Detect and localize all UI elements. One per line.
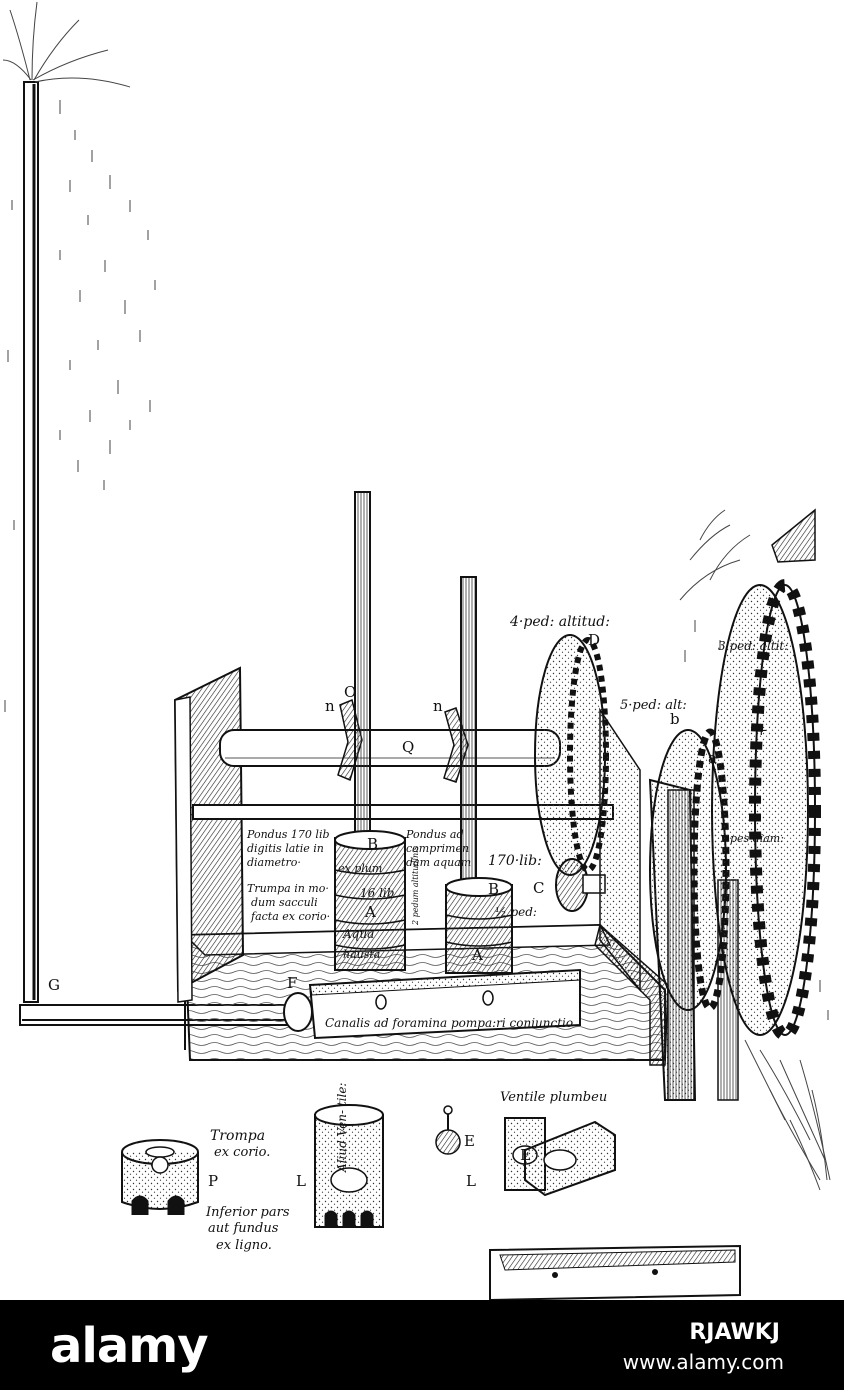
label-trompa-1: Trompa (210, 1128, 265, 1144)
gear-wheel-D (534, 634, 609, 876)
label-canalis: Canalis ad foramina pompa:ri coniunctio (325, 1016, 573, 1030)
label-5ped: 5·ped: alt: (620, 698, 687, 713)
cam-axle (219, 698, 561, 783)
watermark-footer: alamy RJAWKJ www.alamy.com (0, 1300, 844, 1390)
detail-aliud-ventile (314, 1104, 384, 1228)
label-n1: n (325, 697, 335, 715)
pondus-170-line3: diametro· (247, 856, 301, 869)
label-plus: + (755, 721, 768, 739)
back-plank (173, 666, 245, 1003)
label-aliud-ventile: Aliud Ven- tile: (335, 1083, 349, 1173)
label-pes-diam: pes diam: (730, 832, 784, 845)
label-half-ped: ½ ped: (495, 905, 537, 919)
detail-trough (489, 1244, 741, 1300)
label-n2: n (433, 697, 443, 715)
label-o: O (344, 683, 356, 701)
detail-trompa (121, 1139, 199, 1215)
image-id: RJAWKJ (689, 1320, 780, 1345)
pump-cylinder-left (334, 830, 406, 971)
site-url: www.alamy.com (622, 1350, 784, 1374)
piston-rod-left (354, 491, 371, 838)
label-P: P (208, 1172, 218, 1190)
fountain-spray (2, 1, 156, 712)
engraving-illustration: 4·ped: altitud: 5·ped: alt: 3 ped: altit… (2, 1, 831, 1300)
label-A1: A (364, 903, 376, 921)
pondus-ad-line2: comprimen (406, 842, 469, 855)
label-A2: A (471, 946, 483, 964)
detail-ventile-plumbeum (435, 1105, 616, 1197)
water-wheel (711, 579, 821, 1041)
label-ex-plum: ex plum (338, 862, 382, 875)
connecting-channel (283, 968, 581, 1040)
label-F: F (287, 974, 297, 992)
label-E-small: E (520, 1146, 531, 1164)
label-4ped: 4·ped: altitud: (509, 614, 610, 630)
pinion-C (555, 858, 606, 912)
pump-cylinder-right (445, 877, 513, 974)
label-inferior-2: aut fundus (208, 1221, 279, 1236)
label-ventile-plumbeum: Ventile plumbeu (500, 1090, 607, 1105)
wheel-spray (679, 509, 831, 1191)
label-B2: B (488, 880, 499, 898)
label-3ped: 3 ped: altit: (718, 639, 788, 653)
label-b: b (670, 710, 680, 728)
label-aqua: Aqua (342, 927, 374, 941)
label-L-right: L (466, 1172, 476, 1190)
alamy-logo: alamy (50, 1318, 209, 1374)
trumpa-line2: dum sacculi (251, 896, 318, 909)
label-q: Q (402, 738, 414, 756)
label-D: D (588, 631, 600, 649)
pondus-ad-line1: Pondus ad (405, 828, 464, 841)
sluice (771, 508, 816, 563)
label-170-lib: 170·lib: (488, 853, 542, 869)
label-inferior-1: Inferior pars (205, 1205, 290, 1220)
pondus-ad-line3: dam aquam (406, 856, 471, 869)
label-a: a (708, 749, 717, 767)
label-E: E (464, 1132, 475, 1150)
label-G: G (48, 976, 60, 994)
label-16-lib: 16 lib (360, 886, 394, 900)
label-B1: B (367, 835, 378, 853)
trumpa-line3: facta ex corio· (250, 910, 330, 923)
label-L-left: L (296, 1172, 306, 1190)
pondus-170-line1: Pondus 170 lib (246, 828, 330, 841)
label-trompa-2: ex corio. (214, 1145, 270, 1160)
label-inferior-3: ex ligno. (216, 1238, 272, 1253)
trumpa-line1: Trumpa in mo· (247, 882, 329, 895)
label-vertical: 2 pedum altitudinis (411, 846, 420, 926)
pondus-170-line2: digitis latie in (247, 842, 324, 855)
label-hausta: hausta (343, 948, 380, 961)
label-C: C (533, 879, 544, 897)
